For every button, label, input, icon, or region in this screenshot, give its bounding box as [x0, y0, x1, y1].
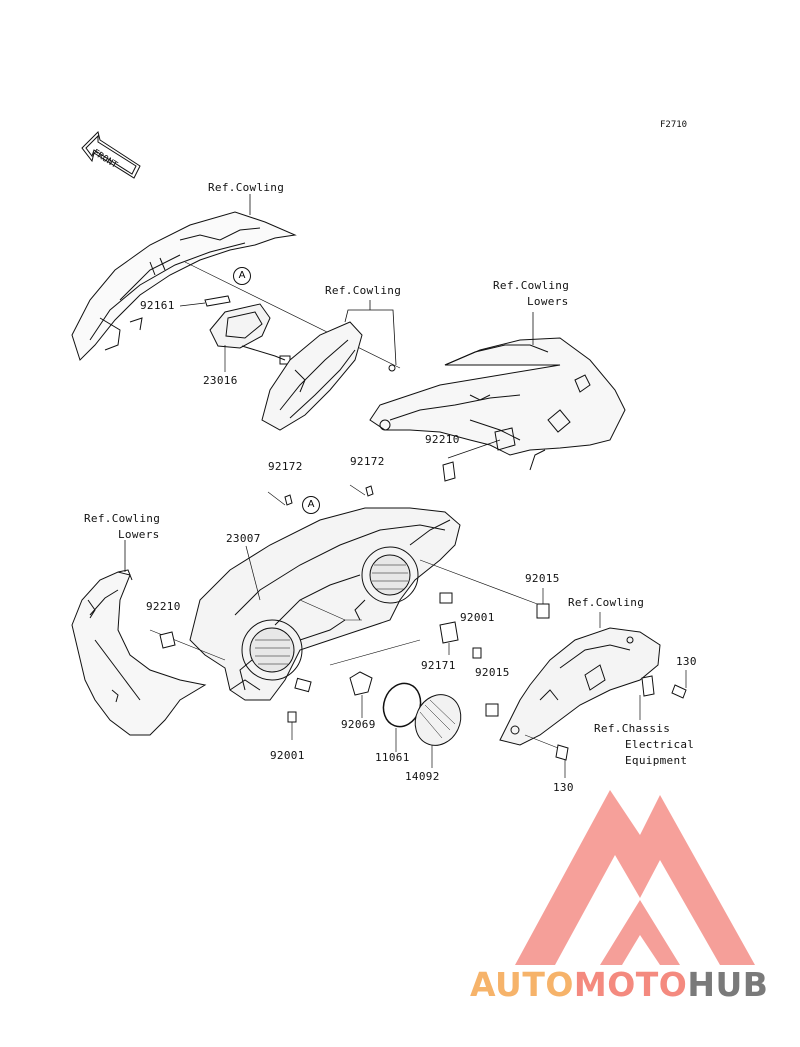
ref-chassis-label: Ref.Chassis — [594, 722, 671, 735]
ref-chassis-label: Electrical — [625, 738, 695, 751]
right-lower-cowling-part — [369, 337, 626, 471]
callout-a-marker: A — [233, 267, 251, 285]
inner-cover-part — [261, 321, 363, 431]
callout-a-marker: A — [302, 496, 320, 514]
figure-code: F2710 — [660, 120, 688, 130]
part-number-label: 92161 — [140, 299, 175, 312]
automotohub-watermark: AUTOMOTOHUB — [470, 965, 768, 1004]
watermark-word: MOTO — [573, 965, 688, 1004]
position-lamp-part — [209, 303, 291, 372]
part-number-label: 92210 — [146, 600, 181, 613]
headlight-assembly-part — [189, 507, 461, 701]
cowling-bracket-part — [499, 627, 661, 746]
upper-cowling-part — [71, 211, 297, 361]
ref-cowling-lowers-label: Ref.Cowling — [493, 279, 570, 292]
part-number-label: 92015 — [525, 572, 560, 585]
part-number-label: 92172 — [268, 460, 303, 473]
watermark-word: AUTO — [470, 965, 574, 1004]
front-arrow-icon — [81, 131, 141, 179]
part-number-label: 92015 — [475, 666, 510, 679]
ref-cowling-lowers-label: Lowers — [118, 528, 160, 541]
part-number-label: 92069 — [341, 718, 376, 731]
ref-chassis-label: Equipment — [625, 754, 688, 767]
part-number-label: 14092 — [405, 770, 440, 783]
ref-cowling-lowers-label: Ref.Cowling — [84, 512, 161, 525]
part-number-label: 92210 — [425, 433, 460, 446]
ref-cowling-lowers-label: Lowers — [527, 295, 569, 308]
part-number-label: 130 — [553, 781, 574, 794]
part-number-label: 130 — [676, 655, 697, 668]
automotohub-logo-icon — [515, 790, 755, 965]
ref-cowling-label: Ref.Cowling — [208, 181, 285, 194]
part-number-label: 11061 — [375, 751, 410, 764]
part-number-label: 92171 — [421, 659, 456, 672]
left-lower-cowling-part — [71, 569, 207, 736]
watermark-word: HUB — [687, 965, 769, 1004]
part-number-label: 92172 — [350, 455, 385, 468]
part-number-label: 92001 — [270, 749, 305, 762]
part-number-label: 23016 — [203, 374, 238, 387]
ref-cowling-label: Ref.Cowling — [568, 596, 645, 609]
ref-cowling-label: Ref.Cowling — [325, 284, 402, 297]
part-number-label: 92001 — [460, 611, 495, 624]
part-number-label: 23007 — [226, 532, 261, 545]
